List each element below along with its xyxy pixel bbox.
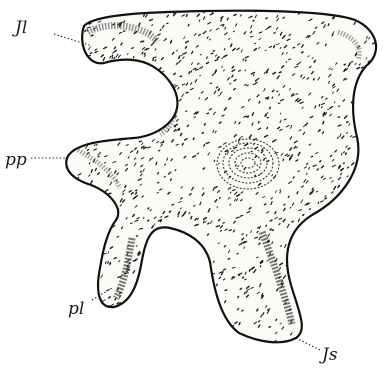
label-pp: pp <box>5 150 27 170</box>
label-pl: pl <box>68 299 84 319</box>
label-pp-group: pp <box>5 150 70 170</box>
leader-js <box>296 338 320 350</box>
label-jl-group: Jl <box>12 18 92 46</box>
label-js: Js <box>319 345 338 365</box>
cell-body <box>60 6 386 348</box>
label-jl: Jl <box>12 18 27 38</box>
label-js-group: Js <box>296 338 338 365</box>
